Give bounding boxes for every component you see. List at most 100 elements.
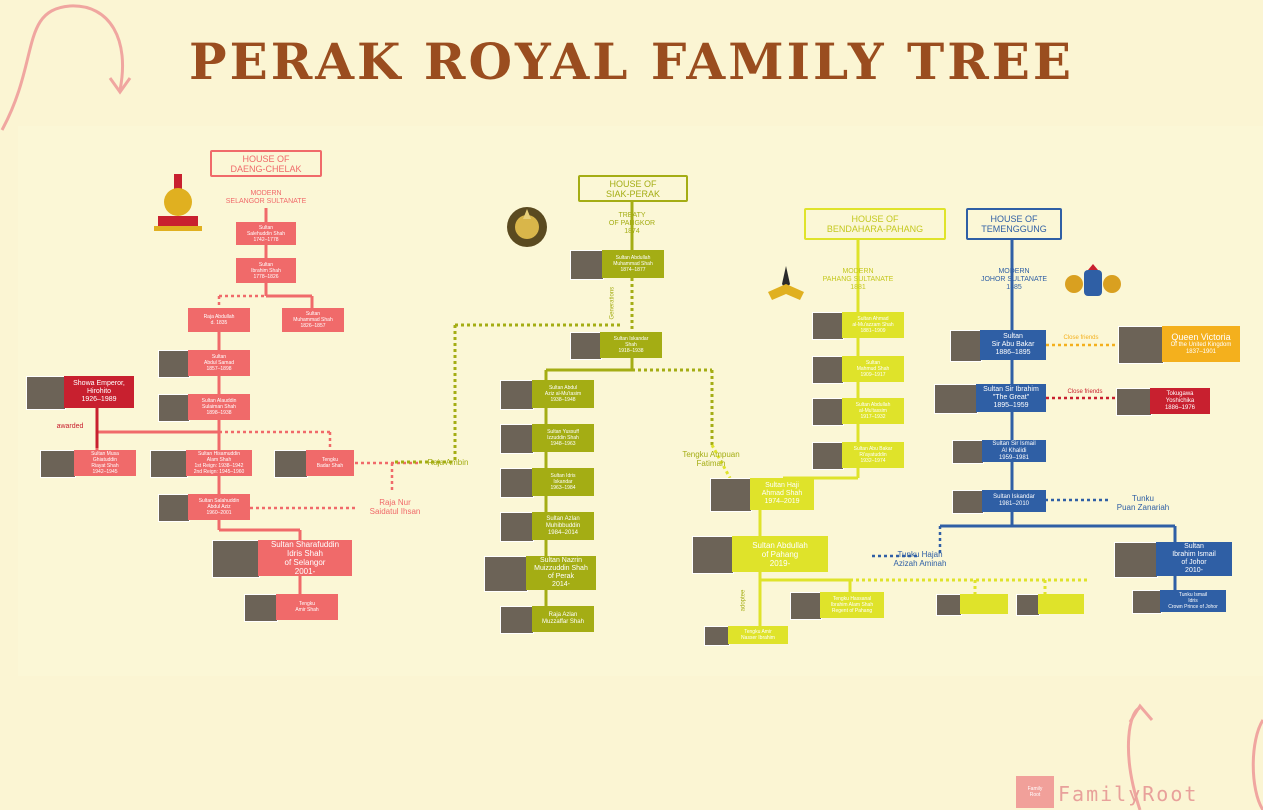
person-name: Sultan Sir Ismail Al Khalidi	[992, 440, 1036, 454]
person-salehuddin[interactable]: Sultan Salehuddin Shah 1742–1778	[236, 222, 296, 245]
portrait-icon	[950, 330, 982, 362]
person-ibrahim-shah[interactable]: Sultan Ibrahim Shah 1778–1826	[236, 258, 296, 283]
tunku-hajah-label: Tunku Hajah Azizah Aminah	[893, 550, 947, 568]
person-queen-victoria[interactable]: Queen Victoria Of the United Kingdom 183…	[1162, 326, 1240, 362]
caption-line: MODERN	[250, 190, 282, 197]
person-hisamuddin[interactable]: Sultan Hisamuddin Alam Shah 1st Reign: 1…	[186, 450, 252, 476]
person-musa-ghiatuddin[interactable]: Sultan Musa Ghiatuddin Riayat Shah 1942–…	[74, 450, 136, 476]
person-name: Sultan Abdul Samad	[203, 354, 235, 366]
person-ibrahim-ismail[interactable]: Sultan Ibrahim Ismail of Johor 2010-	[1156, 542, 1232, 576]
person-alauddin-sulaiman[interactable]: Sultan Alauddin Sulaiman Shah 1898–1938	[188, 394, 250, 420]
person-years: 2010-	[1185, 567, 1203, 574]
person-tengku-amir-shah[interactable]: Tengku Amir Shah	[276, 594, 338, 620]
awarded-label: awarded	[56, 423, 84, 430]
selangor-caption: MODERN SELANGOR SULTANATE	[200, 190, 332, 206]
person-abdul-aziz[interactable]: Sultan Abdul Aziz al-Mu'tasim 1938–1948	[532, 380, 594, 408]
house-bendahara-pahang-header: HOUSE OF BENDAHARA-PAHANG	[804, 208, 946, 240]
person-name: Sultan Alauddin Sulaiman Shah	[201, 398, 237, 410]
raja-nur-label: Raja Nur Saidatul Ihsan	[369, 498, 421, 516]
person-name: Raja Azlan Muzzaffar Shah	[542, 612, 584, 625]
person-years: 1886–1976	[1164, 404, 1196, 411]
portrait-icon	[500, 606, 534, 634]
person-years: 1984–2014	[547, 529, 579, 536]
tengku-ampuan-label: Tengku Ampuan Fatimah	[682, 450, 740, 468]
person-iskandar-shah[interactable]: Sultan Iskandar Shah 1918–1938	[600, 332, 662, 358]
person-name: Sultan Abdullah al-Mu'tassim	[855, 402, 891, 414]
person-name: Tengku Badar Shah	[316, 457, 344, 469]
person-raja-abdullah[interactable]: Raja Abdullah d. 1835	[188, 308, 250, 332]
portrait-icon	[500, 512, 534, 542]
caption-line: OF PANGKOR	[608, 220, 656, 227]
portrait-icon	[158, 350, 190, 378]
person-haji-ahmad-shah[interactable]: Sultan Haji Ahmad Shah 1974–2019	[750, 478, 814, 510]
caption-line: MODERN	[842, 268, 874, 275]
person-years: of Perak 2014-	[547, 573, 575, 588]
person-ismail-al-khalidi[interactable]: Sultan Sir Ismail Al Khalidi 1959–1981	[982, 440, 1046, 462]
portrait-icon	[484, 556, 528, 592]
portrait-icon	[212, 540, 260, 578]
person-years: 1874–1877	[620, 267, 646, 273]
adoptee-label: adoptee	[740, 589, 747, 612]
header-line: HOUSE OF	[609, 178, 657, 189]
perak-caption: TREATY OF PANGKOR 1874	[582, 212, 682, 236]
portrait-icon	[1132, 590, 1162, 614]
person-name: Tengku Amir Shah	[295, 601, 319, 613]
person-mahmud-shah[interactable]: Sultan Mahmud Shah 1909–1917	[842, 356, 904, 382]
person-name: Tengku Amir Nasser Ibrahim	[741, 629, 775, 641]
person-pahang-child[interactable]	[1038, 594, 1084, 614]
person-years: Regent of Pahang	[831, 608, 873, 614]
person-raja-azlan-muzzaffar[interactable]: Raja Azlan Muzzaffar Shah	[532, 606, 594, 632]
person-abdul-samad[interactable]: Sultan Abdul Samad 1857–1898	[188, 350, 250, 376]
person-iskandar-johor[interactable]: Sultan Iskandar 1981–2010	[982, 490, 1046, 512]
person-name: Raja Abdullah	[203, 314, 235, 320]
header-line: HOUSE OF	[851, 214, 899, 224]
person-salahuddin[interactable]: Sultan Salahuddin Abdul Aziz 1960–2001	[188, 494, 250, 520]
person-abdullah-muhammad[interactable]: Sultan Abdullah Muhammad Shah 1874–1877	[602, 250, 664, 278]
header-line: SIAK-PERAK	[605, 188, 661, 199]
page-title: PERAK ROYAL FAMILY TREE	[188, 32, 1074, 91]
person-tengku-amir-nasser[interactable]: Tengku Amir Nasser Ibrahim	[728, 626, 788, 644]
person-name: Queen Victoria	[1171, 332, 1231, 342]
person-abu-bakar-riayatuddin[interactable]: Sultan Abu Bakar Ri'ayatuddin 1932–1974	[842, 442, 904, 468]
portrait-icon	[158, 394, 190, 422]
person-muhammad-shah[interactable]: Sultan Muhammad Shah 1826–1857	[282, 308, 344, 332]
person-ibrahim-the-great[interactable]: Sultan Sir Ibrahim "The Great" 1895–1959	[976, 384, 1046, 412]
person-years: Crown Prince of Johor	[1168, 604, 1218, 610]
person-tokugawa[interactable]: Tokugawa Yoshichika 1886–1976	[1150, 388, 1210, 414]
person-nazrin-muizzuddin[interactable]: Sultan Nazrin Muizzuddin Shah of Perak 2…	[526, 556, 596, 590]
person-abdullah-mutassim[interactable]: Sultan Abdullah al-Mu'tassim 1917–1932	[842, 398, 904, 424]
person-years: 2019-	[769, 558, 791, 568]
header-line: TEMENGGUNG	[981, 224, 1047, 234]
person-tengku-hassanal[interactable]: Tengku Hassanal Ibrahim Alam Shah Regent…	[820, 592, 884, 618]
johor-crest-icon	[1065, 264, 1121, 296]
person-idris-iskandar[interactable]: Sultan Idris Iskandar 1963–1984	[532, 468, 594, 496]
portrait-icon	[936, 594, 962, 616]
caption-line: PAHANG SULTANATE	[822, 276, 894, 283]
person-sharafuddin[interactable]: Sultan Sharafuddin Idris Shah of Selango…	[258, 540, 352, 576]
person-ahmad-muazzam[interactable]: Sultan Ahmad al-Mu'azzam Shah 1881–1909	[842, 312, 904, 338]
person-years: 1917–1932	[860, 414, 886, 420]
person-years: 1926–1989	[81, 396, 117, 403]
person-abu-bakar-johor[interactable]: Sultan Sir Abu Bakar 1886–1895	[980, 330, 1046, 360]
person-name: Sultan Azlan Muhibbuddin	[545, 515, 581, 529]
person-showa-emperor[interactable]: Showa Emperor, Hirohito 1926–1989	[64, 376, 134, 408]
person-abdullah-pahang[interactable]: Sultan Abdullah of Pahang 2019-	[732, 536, 828, 572]
person-name: Sultan Idris Iskandar	[550, 473, 576, 485]
person-name: Sultan Haji Ahmad Shah	[761, 482, 803, 497]
close-friends-label: Close friends	[1063, 335, 1099, 341]
person-tunku-ismail-idris[interactable]: Tunku Ismail Idris Crown Prince of Johor	[1160, 590, 1226, 612]
johor-caption: MODERN JOHOR SULTANATE 1885	[962, 268, 1066, 292]
portrait-icon	[812, 312, 844, 340]
person-yussuff-izzuddin[interactable]: Sultan Yussuff Izzuddin Shah 1948–1963	[532, 424, 594, 452]
person-years: 1948–1963	[550, 441, 576, 447]
portrait-icon	[244, 594, 278, 622]
person-tengku-badar[interactable]: Tengku Badar Shah	[306, 450, 354, 476]
person-pahang-child[interactable]	[960, 594, 1008, 614]
portrait-icon	[1118, 326, 1164, 364]
person-azlan-muhibbuddin[interactable]: Sultan Azlan Muhibbuddin 1984–2014	[532, 512, 594, 540]
pahang-caption: MODERN PAHANG SULTANATE 1881	[808, 268, 908, 292]
perak-crest-icon	[507, 207, 547, 247]
caption-line: 1885	[1006, 284, 1022, 291]
person-name: Tengku Hassanal Ibrahim Alam Shah	[830, 596, 874, 608]
person-name: Sultan Musa Ghiatuddin Riayat Shah	[91, 451, 119, 469]
